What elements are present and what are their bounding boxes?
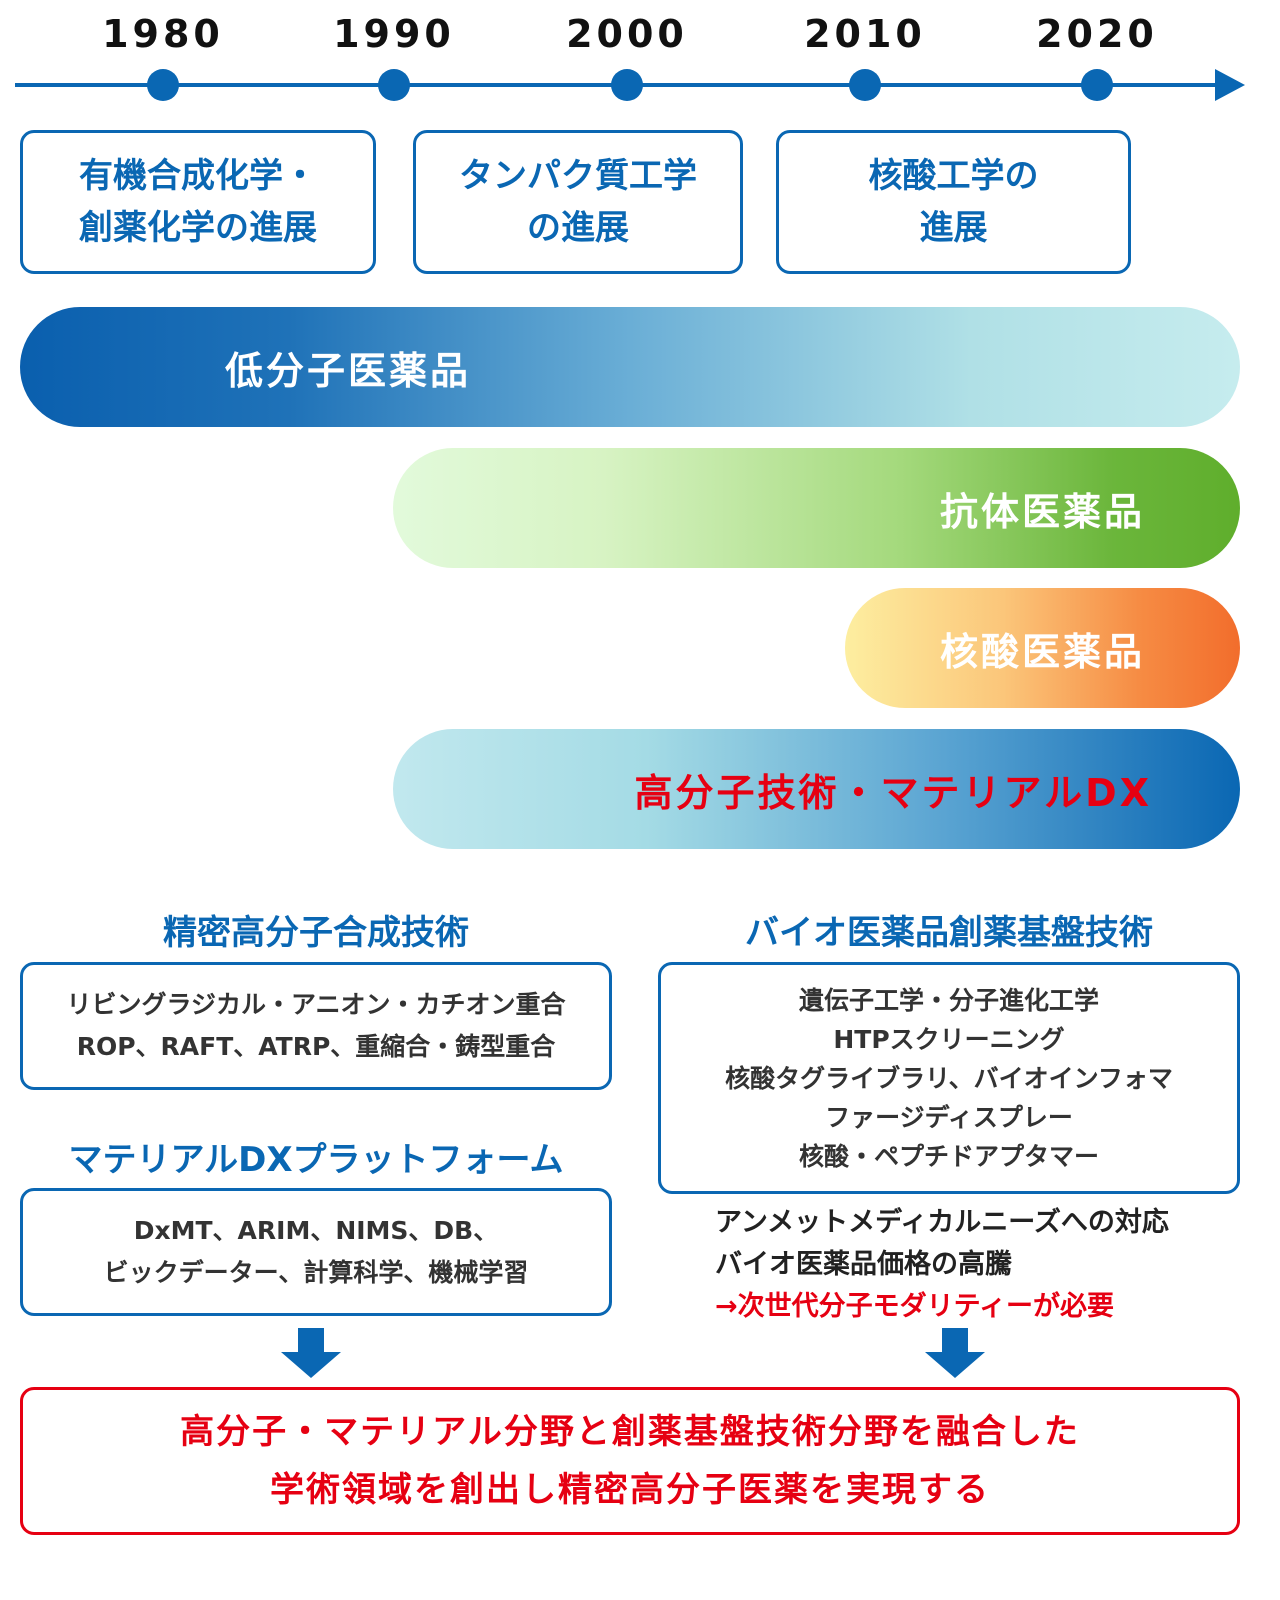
box-line: 核酸・ペプチドアプタマー [798,1141,1099,1171]
box-line: リビングラジカル・アニオン・カチオン重合 [66,990,566,1019]
era-line: 核酸工学の [868,156,1039,196]
timeline-dot-2000 [611,69,643,101]
band-label-polymer-material-dx: 高分子技術・マテリアルDX [634,770,1152,815]
down-arrow-icon [281,1328,341,1378]
band-small-molecule: 低分子医薬品 [20,307,1240,427]
box-line: ファージディスプレー [825,1102,1073,1132]
box-line: HTPスクリーニング [833,1024,1065,1054]
year-label-2000: 2000 [566,12,688,56]
timeline-dot-2010 [849,69,881,101]
box-line: ビックデーター、計算科学、機械学習 [103,1258,529,1287]
band-polymer-material-dx: 高分子技術・マテリアルDX [393,729,1240,849]
band-label-nucleic-acid: 核酸医薬品 [939,629,1145,674]
box-final-conclusion: 高分子・マテリアル分野と創薬基盤技術分野を融合した 学術領域を創出し精密高分子医… [20,1387,1240,1535]
year-label-1980: 1980 [102,12,224,56]
section-title-material-dx-platform: マテリアルDXプラットフォーム [68,1140,564,1180]
timeline-dot-2020 [1081,69,1113,101]
year-label-1990: 1990 [333,12,455,56]
era-line: 有機合成化学・ [79,156,317,196]
era-box-organic-synthesis: 有機合成化学・ 創薬化学の進展 [20,130,376,274]
need-unmet-medical: アンメットメディカルニーズへの対応 [715,1207,1169,1238]
band-nucleic-acid: 核酸医薬品 [845,588,1240,708]
era-box-protein-engineering: タンパク質工学 の進展 [413,130,743,274]
band-label-antibody: 抗体医薬品 [939,489,1145,534]
timeline-arrow-head [1215,69,1245,101]
year-label-2010: 2010 [804,12,926,56]
box-line: 遺伝子工学・分子進化工学 [798,985,1099,1015]
box-line: ROP、RAFT、ATRP、重縮合・鋳型重合 [76,1032,556,1061]
box-line: DxMT、ARIM、NIMS、DB、 [133,1216,499,1245]
box-line: 核酸タグライブラリ、バイオインフォマ [725,1063,1173,1093]
box-precision-polymer-synthesis: リビングラジカル・アニオン・カチオン重合 ROP、RAFT、ATRP、重縮合・鋳… [20,962,612,1090]
need-conclusion: →次世代分子モダリティーが必要 [715,1291,1115,1322]
era-line: 創薬化学の進展 [79,208,317,248]
band-label-small-molecule: 低分子医薬品 [225,348,472,393]
year-label-2020: 2020 [1036,12,1158,56]
timeline-dot-1980 [147,69,179,101]
timeline-dot-1990 [378,69,410,101]
final-line: 学術領域を創出し精密高分子医薬を実現する [270,1470,990,1510]
band-antibody: 抗体医薬品 [393,448,1240,568]
need-biologics-price: バイオ医薬品価格の高騰 [715,1249,1012,1280]
final-line: 高分子・マテリアル分野と創薬基盤技術分野を融合した [180,1412,1080,1452]
down-arrow-icon [925,1328,985,1378]
box-bio-drug-platform: 遺伝子工学・分子進化工学 HTPスクリーニング 核酸タグライブラリ、バイオインフ… [658,962,1240,1194]
section-title-bio-drug-platform: バイオ医薬品創薬基盤技術 [745,913,1153,953]
era-line: 進展 [919,208,988,248]
era-line: タンパク質工学 [459,156,697,196]
section-title-precision-polymer-synthesis: 精密高分子合成技術 [163,913,469,953]
era-line: の進展 [527,208,629,248]
era-box-nucleic-acid-engineering: 核酸工学の 進展 [776,130,1131,274]
box-material-dx-platform: DxMT、ARIM、NIMS、DB、 ビックデーター、計算科学、機械学習 [20,1188,612,1316]
